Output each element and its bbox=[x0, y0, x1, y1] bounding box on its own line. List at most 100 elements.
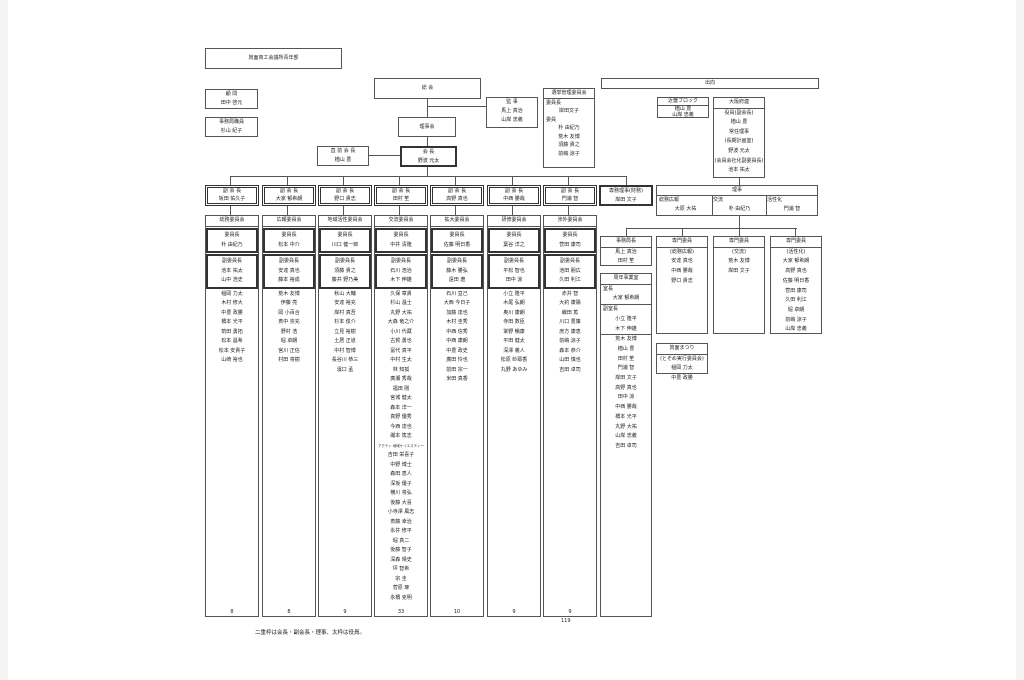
name: 佐藤 明日香 bbox=[782, 277, 810, 284]
label: 選挙管理委員会 bbox=[544, 89, 594, 99]
connector bbox=[568, 176, 569, 185]
member-name: 平田 健太 bbox=[503, 338, 525, 344]
name: 中井 清隆 bbox=[390, 241, 412, 248]
member-name: 磯本 篤志 bbox=[390, 433, 412, 439]
member-name: 稲岡 力太 bbox=[221, 290, 243, 297]
label: 専門委員 bbox=[771, 237, 821, 248]
member-name: 森田 恵人 bbox=[390, 471, 412, 477]
member-name: 丸野 大祐 bbox=[390, 309, 412, 316]
name: 須藤 貴之 bbox=[334, 267, 356, 274]
vice-president-box: 副 会 長高野 真也 bbox=[430, 185, 484, 206]
name: 稲岡 力太 bbox=[671, 365, 693, 372]
member-name: 前嶋 涼子 bbox=[559, 338, 581, 344]
chair-block: 委員長佐藤 明日香 bbox=[431, 228, 483, 253]
secondment-header: 出向 bbox=[601, 78, 819, 89]
label: 副 会 長 bbox=[335, 188, 355, 194]
member-name: 深澤 義人 bbox=[503, 347, 525, 354]
name: 門浦 智 bbox=[561, 195, 579, 202]
name: 安達 真也 bbox=[671, 258, 693, 265]
label: 委員長 bbox=[506, 232, 522, 238]
label: 箕面まつり bbox=[657, 344, 707, 355]
name: 田中 涼 bbox=[505, 277, 523, 283]
member-name: 木尾 弘朗 bbox=[503, 300, 525, 306]
label: 監 事 bbox=[506, 99, 518, 105]
member-name: 松原 紗耶香 bbox=[500, 357, 528, 363]
member-name: 前田 宗一 bbox=[446, 366, 468, 373]
connector bbox=[455, 176, 456, 185]
member-name: 米田 真香 bbox=[446, 376, 468, 382]
label: 副 会 長 bbox=[560, 188, 580, 194]
advisor-box: 顧 問田中 啓元 bbox=[205, 89, 258, 109]
label: 副委員長 bbox=[334, 258, 355, 264]
connector bbox=[287, 176, 288, 185]
label: 委員長 bbox=[224, 232, 240, 238]
member-name: 坪 智希 bbox=[392, 566, 410, 572]
vice-chair-block: 副委員長池田 朋広久田 利江 bbox=[544, 254, 596, 289]
member-name: 松本 安貴子 bbox=[218, 347, 246, 354]
name: 池本 祐太 bbox=[221, 267, 243, 274]
member-name: 斎中 崇充 bbox=[278, 319, 300, 325]
label: 副委員長 bbox=[503, 258, 524, 264]
member-name: 山岸 忠義 bbox=[615, 433, 637, 440]
label: 副委員長 bbox=[221, 258, 242, 264]
label: 委員長 bbox=[449, 232, 465, 238]
name: 佐藤 明日香 bbox=[443, 241, 471, 248]
director-cell: 交流朴 由紀乃 bbox=[711, 196, 767, 215]
label: 委員 bbox=[546, 116, 557, 123]
vice-president-box: 副 会 長野口 貴志 bbox=[318, 185, 372, 206]
member-name: 木村 圭秀 bbox=[446, 319, 468, 325]
member-name: 宮城 健太 bbox=[390, 395, 412, 401]
name: 遠田 遼 bbox=[448, 277, 466, 283]
committee-column: 研修委員会委員長葉谷 洋之副委員長平松 智也田中 涼小立 隆平木尾 弘朗奥川 康… bbox=[487, 215, 541, 617]
name: 中豊 政勝 bbox=[671, 375, 693, 382]
connector bbox=[287, 206, 288, 215]
member-name: 丸野 大祐 bbox=[615, 423, 637, 430]
connector bbox=[343, 206, 344, 215]
name: 馬上 真治 bbox=[501, 108, 523, 114]
name: 菅田 康司 bbox=[559, 241, 581, 248]
member-name: 福田 剛 bbox=[392, 385, 410, 392]
name: 中西 勝哉 bbox=[503, 195, 525, 202]
osaka-federation-box: 大阪府連役員(副会長)楢山 豊常任理事(長期計画室)野波 元太(会員会社化副委員… bbox=[713, 97, 765, 178]
name: 木下 伸雄 bbox=[390, 277, 412, 283]
name: 中西 勝哉 bbox=[671, 268, 693, 275]
name: 山岸 忠義 bbox=[785, 326, 807, 333]
label: 顧 問 bbox=[225, 91, 238, 97]
label: 活性化 bbox=[767, 197, 783, 203]
committee-column: 拡大委員会委員長佐藤 明日香副委員長藤木 勝弘遠田 遼石川 亘己大西 今日子加藤… bbox=[430, 215, 484, 617]
member-name: 大森 竜之介 bbox=[387, 319, 415, 325]
committee-name: 広報委員会 bbox=[263, 216, 315, 227]
member-name: 中西 勝哉 bbox=[615, 404, 637, 411]
member-name: 赤井 智 bbox=[561, 290, 579, 297]
member-name: 織田 篤 bbox=[561, 309, 579, 316]
name: 大家 郁希朗 bbox=[782, 258, 810, 265]
label: 副 会 長 bbox=[222, 188, 242, 194]
vice-chair-block: 副委員長平松 智也田中 涼 bbox=[488, 254, 540, 289]
name: 葉谷 洋之 bbox=[503, 241, 525, 248]
label: 副委員長 bbox=[390, 258, 411, 264]
member-name: 松本 昌希 bbox=[221, 338, 243, 344]
member-name: 山崎 裕也 bbox=[221, 357, 243, 363]
member-name: 伊藤 亮 bbox=[280, 300, 298, 306]
name: 前嶋 涼子 bbox=[785, 316, 807, 323]
committee-column: 総務委員会委員長朴 由紀乃副委員長池本 祐太山中 浩史稲岡 力太木村 修大中豊 … bbox=[205, 215, 259, 617]
member-name: 宗 圭 bbox=[395, 575, 407, 582]
vice-president-box: 副 会 長坂田 佑久子 bbox=[205, 185, 259, 206]
board-box: 理事会 bbox=[398, 117, 456, 137]
member-name: 小立 隆平 bbox=[503, 290, 525, 297]
name: 岸田 文子 bbox=[615, 197, 637, 203]
vice-chair-block: 副委員長石川 浩治木下 伸雄 bbox=[375, 254, 427, 289]
member-name: アクティ 地域ケイエスティー bbox=[378, 443, 424, 448]
chair-block: 委員長松本 中介 bbox=[263, 228, 315, 253]
director-cell: 総務広報大原 大祐 bbox=[657, 196, 713, 215]
name: (とそめ実行委員会) bbox=[660, 355, 704, 362]
director-cell: 活性化門浦 智 bbox=[765, 196, 817, 215]
member-name: 楢山 豊 bbox=[617, 345, 635, 352]
name: 川口 健一郎 bbox=[331, 241, 359, 248]
name: 堀 卓朗 bbox=[787, 306, 805, 313]
chair-block: 委員長中井 清隆 bbox=[375, 228, 427, 253]
label: 事務局長 bbox=[601, 237, 651, 248]
osaka-line: 池本 祐太 bbox=[728, 167, 750, 174]
member-name: 深森 晴史 bbox=[390, 556, 412, 563]
vice-president-box: 副 会 長中西 勝哉 bbox=[487, 185, 541, 206]
